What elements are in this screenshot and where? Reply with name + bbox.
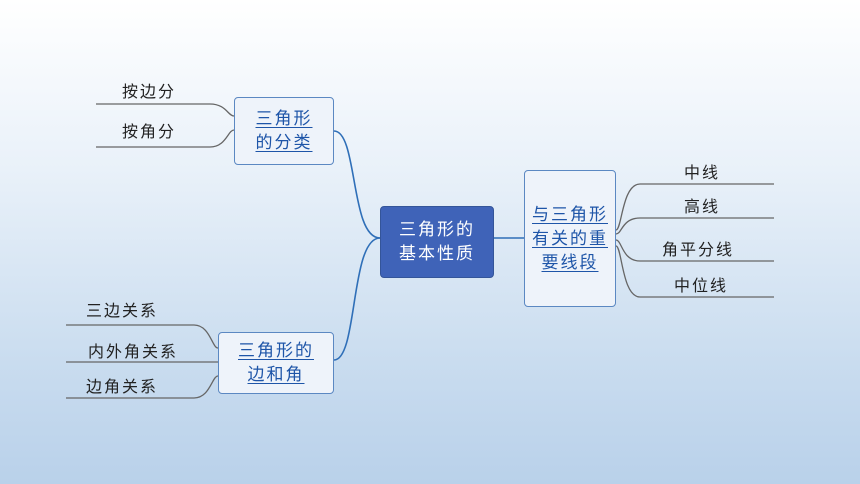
leaf-midline[interactable]: 中位线 [674, 276, 729, 295]
leaf-line-by-angles [96, 129, 235, 148]
branch-segments-label: 与三角形有关的重要线段 [532, 204, 608, 273]
leaf-line-midline [615, 245, 774, 298]
link-center-to-classification [333, 130, 381, 239]
leaf-side-angle[interactable]: 边角关系 [86, 377, 159, 396]
leaf-angle-bisector[interactable]: 角平分线 [662, 240, 735, 259]
leaf-line-side-angle [66, 375, 219, 399]
leaf-line-three-sides [66, 324, 219, 349]
branch-sides-angles-label: 三角形的边和角 [238, 341, 314, 385]
leaf-by-sides[interactable]: 按边分 [122, 82, 177, 101]
leaf-median[interactable]: 中线 [684, 163, 721, 182]
branch-classification-label: 三角形的分类 [255, 109, 313, 153]
center-node[interactable]: 三角形的基本性质 [380, 206, 494, 278]
leaf-by-angles[interactable]: 按角分 [122, 122, 177, 141]
leaf-line-altitude [615, 217, 774, 235]
leaf-three-sides[interactable]: 三边关系 [86, 301, 159, 320]
link-center-to-sides-angles [333, 237, 381, 361]
branch-segments[interactable]: 与三角形有关的重要线段 [524, 170, 616, 307]
branch-classification[interactable]: 三角形的分类 [234, 97, 334, 165]
leaf-line-bisector [615, 239, 774, 262]
leaf-altitude[interactable]: 高线 [684, 197, 721, 216]
leaf-inner-outer-angles[interactable]: 内外角关系 [88, 342, 179, 361]
leaf-line-by-sides [96, 103, 235, 117]
center-node-label: 三角形的基本性质 [399, 220, 475, 264]
leaf-line-median [615, 183, 774, 231]
branch-sides-angles[interactable]: 三角形的边和角 [218, 332, 334, 394]
